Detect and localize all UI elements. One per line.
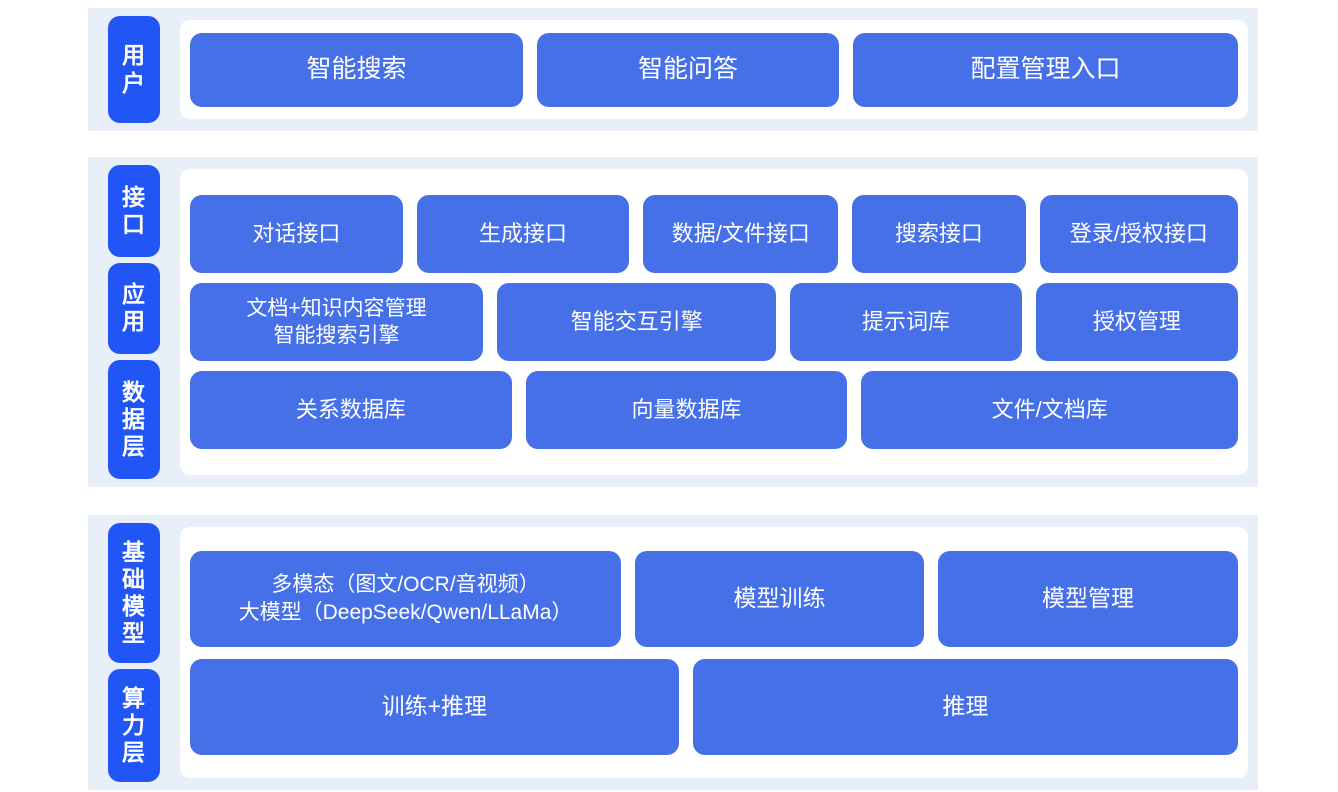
band-platform-panel: 对话接口 生成接口 数据/文件接口 搜索接口 登录/授权接口 文档+知识内容管理… <box>180 169 1248 475</box>
band-user-row-1: 智能搜索 智能问答 配置管理入口 <box>190 32 1238 107</box>
box-prompt-library[interactable]: 提示词库 <box>790 283 1022 361</box>
box-config-management-entry[interactable]: 配置管理入口 <box>852 32 1238 107</box>
box-search-api[interactable]: 搜索接口 <box>852 195 1026 273</box>
box-login-auth-api[interactable]: 登录/授权接口 <box>1039 195 1238 273</box>
band-infrastructure-panel: 多模态（图文/OCR/音视频） 大模型（DeepSeek/Qwen/LLaMa）… <box>180 527 1248 778</box>
box-dialog-api[interactable]: 对话接口 <box>190 195 403 273</box>
box-model-training[interactable]: 模型训练 <box>635 550 925 647</box>
box-training-plus-inference[interactable]: 训练+推理 <box>190 658 679 755</box>
layer-label-foundation-model: 基础模型 <box>108 523 160 664</box>
band-infrastructure-label-column: 基础模型 算力层 <box>88 515 180 790</box>
data-row: 关系数据库 向量数据库 文件/文档库 <box>190 371 1238 449</box>
foundation-model-row: 多模态（图文/OCR/音视频） 大模型（DeepSeek/Qwen/LLaMa）… <box>190 550 1238 647</box>
box-model-management[interactable]: 模型管理 <box>938 550 1238 647</box>
layer-label-data-text: 数据层 <box>122 378 146 460</box>
compute-row: 训练+推理 推理 <box>190 658 1238 755</box>
layer-label-application: 应用 <box>108 262 160 355</box>
box-authorization-management[interactable]: 授权管理 <box>1035 283 1238 361</box>
interface-row: 对话接口 生成接口 数据/文件接口 搜索接口 登录/授权接口 <box>190 195 1238 273</box>
architecture-diagram: 用户 智能搜索 智能问答 配置管理入口 接口 应用 数据层 对话接 <box>0 8 1338 792</box>
box-inference[interactable]: 推理 <box>692 658 1238 755</box>
box-generation-api[interactable]: 生成接口 <box>416 195 630 273</box>
layer-label-foundation-model-text: 基础模型 <box>122 538 146 647</box>
box-file-document-store[interactable]: 文件/文档库 <box>861 371 1238 449</box>
box-relational-database[interactable]: 关系数据库 <box>190 371 512 449</box>
band-platform: 接口 应用 数据层 对话接口 生成接口 数据/文件接口 搜索接口 登录/授权接口… <box>88 157 1258 487</box>
band-user-panel: 智能搜索 智能问答 配置管理入口 <box>180 20 1248 119</box>
box-interaction-engine[interactable]: 智能交互引擎 <box>496 283 777 361</box>
box-multimodal-large-model[interactable]: 多模态（图文/OCR/音视频） 大模型（DeepSeek/Qwen/LLaMa） <box>190 550 622 647</box>
band-platform-label-column: 接口 应用 数据层 <box>88 157 180 487</box>
layer-label-compute-text: 算力层 <box>122 684 146 766</box>
application-row: 文档+知识内容管理 智能搜索引擎 智能交互引擎 提示词库 授权管理 <box>190 283 1238 361</box>
layer-label-interface: 接口 <box>108 165 160 257</box>
band-user-label-column: 用户 <box>88 8 180 131</box>
box-intelligent-qa[interactable]: 智能问答 <box>537 32 839 107</box>
layer-label-application-text: 应用 <box>122 281 146 335</box>
layer-label-user-text: 用户 <box>122 42 146 96</box>
layer-label-data: 数据层 <box>108 360 160 479</box>
box-intelligent-search[interactable]: 智能搜索 <box>190 32 524 107</box>
layer-label-user: 用户 <box>108 16 160 123</box>
layer-label-interface-text: 接口 <box>122 183 146 237</box>
band-user: 用户 智能搜索 智能问答 配置管理入口 <box>88 8 1258 131</box>
layer-label-compute: 算力层 <box>108 669 160 782</box>
box-doc-knowledge-management[interactable]: 文档+知识内容管理 智能搜索引擎 <box>190 283 483 361</box>
box-data-file-api[interactable]: 数据/文件接口 <box>643 195 839 273</box>
band-infrastructure: 基础模型 算力层 多模态（图文/OCR/音视频） 大模型（DeepSeek/Qw… <box>88 515 1258 790</box>
box-vector-database[interactable]: 向量数据库 <box>525 371 848 449</box>
